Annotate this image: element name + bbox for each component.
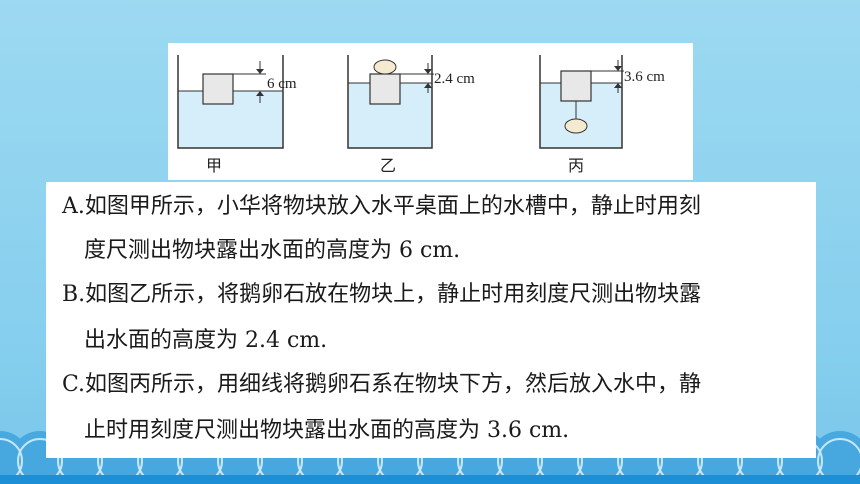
tank-diagrams: 6 cm 甲 2.4 cm 乙 [177, 55, 665, 175]
tank-jia: 6 cm 甲 [177, 55, 297, 175]
option-c-line2: 止时用刻度尺测出物块露出水面的高度为 3.6 cm. [84, 418, 570, 443]
pebble-yi [373, 59, 397, 75]
option-a-line1: A.如图甲所示，小华将物块放入水平桌面上的水槽中，静止时用刻 [62, 194, 701, 219]
block-yi [369, 73, 401, 105]
measure-jia: 6 cm [267, 76, 297, 92]
label-jia: 甲 [206, 156, 222, 175]
option-b-line2: 出水面的高度为 2.4 cm. [84, 328, 328, 353]
options-panel: A.如图甲所示，小华将物块放入水平桌面上的水槽中，静止时用刻 度尺测出物块露出水… [46, 182, 816, 458]
block-bing [560, 70, 592, 102]
tank-bing: 3.6 cm 丙 [539, 55, 665, 175]
tank-yi: 2.4 cm 乙 [347, 55, 475, 175]
label-bing: 丙 [568, 156, 584, 175]
measure-yi: 2.4 cm [434, 71, 475, 87]
measure-bing: 3.6 cm [624, 69, 665, 85]
option-c-line1: C.如图丙所示，用细线将鹅卵石系在物块下方，然后放入水中，静 [62, 372, 702, 397]
figure-panel: 6 cm 甲 2.4 cm 乙 [168, 43, 693, 180]
pebble-bing [564, 118, 588, 134]
label-yi: 乙 [380, 156, 396, 175]
option-a-line2: 度尺测出物块露出水面的高度为 6 cm. [84, 238, 461, 263]
block-jia [202, 73, 234, 105]
option-b-line1: B.如图乙所示，将鹅卵石放在物块上，静止时用刻度尺测出物块露 [62, 282, 702, 307]
